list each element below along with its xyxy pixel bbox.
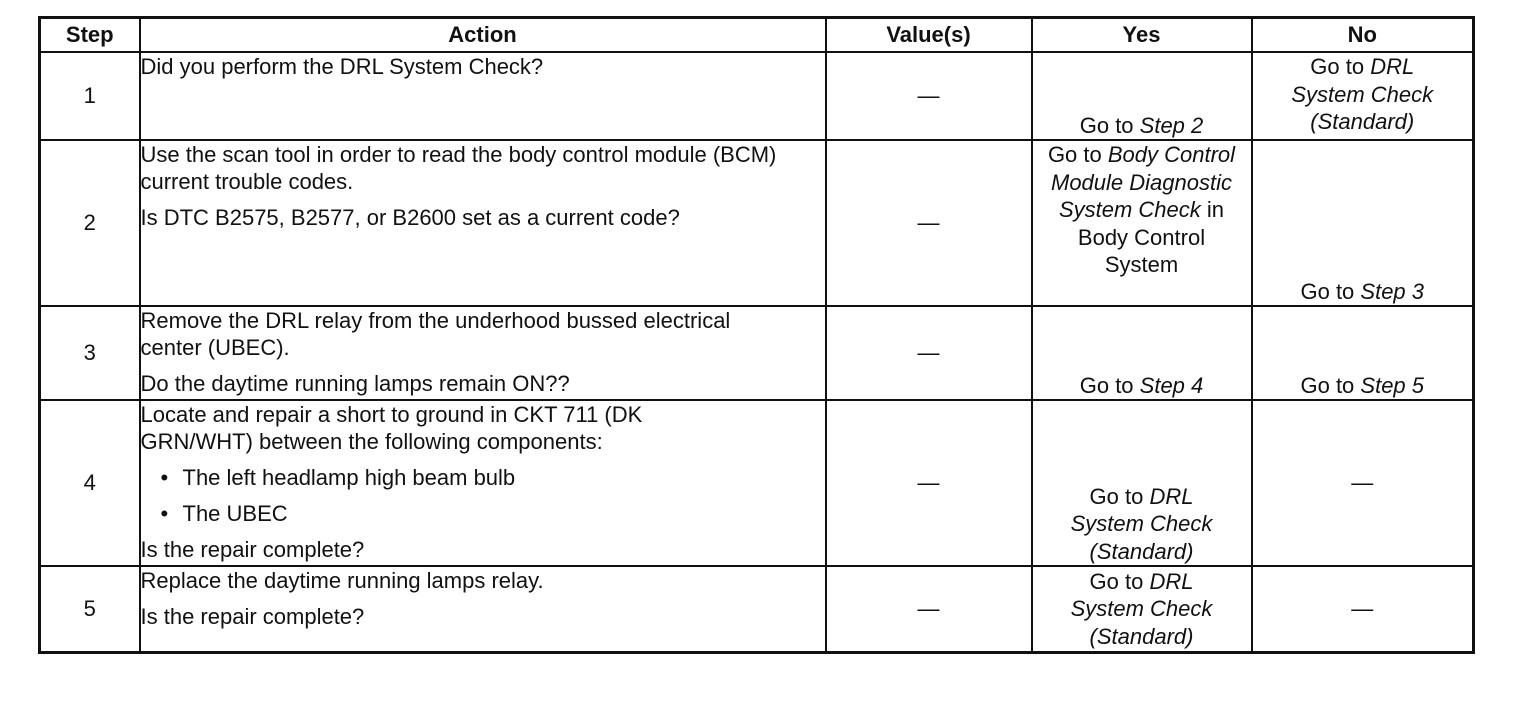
yes-suffix: in Body Control System	[1077, 197, 1225, 277]
component-list: The left headlamp high beam bulb The UBE…	[141, 464, 825, 527]
yes-cell: Go to DRL System Check (Standard)	[1030, 565, 1253, 654]
yes-prefix: Go to	[1047, 142, 1108, 167]
no-cell: Go to Step 3	[1250, 139, 1475, 307]
no-link: Step 5	[1360, 372, 1425, 398]
no-cell: —	[1250, 399, 1475, 567]
action-question: Is the repair complete?	[140, 537, 365, 562]
yes-link: DRL System Check (Standard)	[1070, 568, 1213, 649]
step-number: 1	[38, 51, 141, 141]
no-cell: Go to DRL System Check (Standard)	[1250, 51, 1475, 141]
header-step: Step	[38, 16, 141, 53]
step-number: 4	[38, 399, 141, 567]
action-text: Locate and repair a short to ground in C…	[140, 402, 643, 454]
action-cell: Replace the daytime running lamps relay.…	[138, 565, 827, 654]
list-item: The left headlamp high beam bulb	[163, 464, 825, 491]
no-cell: Go to Step 5	[1250, 305, 1475, 401]
yes-cell: Go to Body Control Module Diagnostic Sys…	[1030, 139, 1253, 307]
table-row: 5 Replace the daytime running lamps rela…	[38, 565, 1475, 654]
yes-link: Step 4	[1139, 372, 1204, 398]
no-cell: —	[1250, 565, 1475, 654]
list-item: The UBEC	[163, 500, 825, 527]
action-question: Is DTC B2575, B2577, or B2600 set as a c…	[140, 205, 680, 230]
action-text: Remove the DRL relay from the underhood …	[140, 308, 731, 360]
header-no: No	[1250, 16, 1475, 53]
header-row: Step Action Value(s) Yes No	[38, 16, 1475, 53]
table-row: 1 Did you perform the DRL System Check? …	[38, 51, 1475, 141]
diagnostic-table: Step Action Value(s) Yes No 1 Did you pe…	[38, 16, 1475, 654]
action-cell: Remove the DRL relay from the underhood …	[138, 305, 827, 401]
value-cell: —	[824, 139, 1033, 307]
value-cell: —	[824, 565, 1033, 654]
header-value: Value(s)	[824, 16, 1033, 53]
yes-link: Step 2	[1139, 112, 1204, 138]
no-link: DRL System Check (Standard)	[1291, 54, 1434, 134]
step-number: 2	[38, 139, 141, 307]
value-cell: —	[824, 305, 1033, 401]
step-number: 3	[38, 305, 141, 401]
table-row: 2 Use the scan tool in order to read the…	[38, 139, 1475, 307]
action-text: Did you perform the DRL System Check?	[140, 54, 544, 79]
yes-cell: Go to Step 4	[1030, 305, 1253, 401]
action-text: Replace the daytime running lamps relay.	[140, 568, 544, 593]
action-cell: Use the scan tool in order to read the b…	[138, 139, 827, 307]
table-row: 4 Locate and repair a short to ground in…	[38, 399, 1475, 567]
yes-cell: Go to DRL System Check (Standard)	[1030, 399, 1253, 567]
action-cell: Locate and repair a short to ground in C…	[138, 399, 827, 567]
no-prefix: Go to	[1300, 372, 1361, 398]
action-question: Is the repair complete?	[140, 604, 365, 629]
value-cell: —	[824, 51, 1033, 141]
yes-link: DRL System Check (Standard)	[1070, 483, 1213, 564]
value-cell: —	[824, 399, 1033, 567]
action-question: Do the daytime running lamps remain ON??	[140, 371, 570, 396]
yes-prefix: Go to	[1079, 372, 1140, 398]
table-row: 3 Remove the DRL relay from the underhoo…	[38, 305, 1475, 401]
yes-cell: Go to Step 2	[1030, 51, 1253, 141]
yes-prefix: Go to	[1079, 112, 1140, 138]
yes-prefix: Go to	[1089, 483, 1150, 509]
header-yes: Yes	[1030, 16, 1253, 53]
header-action: Action	[138, 16, 827, 53]
action-text: Use the scan tool in order to read the b…	[140, 142, 777, 194]
no-prefix: Go to	[1300, 278, 1361, 304]
no-prefix: Go to	[1310, 54, 1371, 79]
action-cell: Did you perform the DRL System Check?	[138, 51, 827, 141]
no-link: Step 3	[1360, 278, 1425, 304]
yes-prefix: Go to	[1089, 568, 1150, 594]
step-number: 5	[38, 565, 141, 654]
yes-link: Body Control Module Diagnostic System Ch…	[1051, 142, 1236, 222]
